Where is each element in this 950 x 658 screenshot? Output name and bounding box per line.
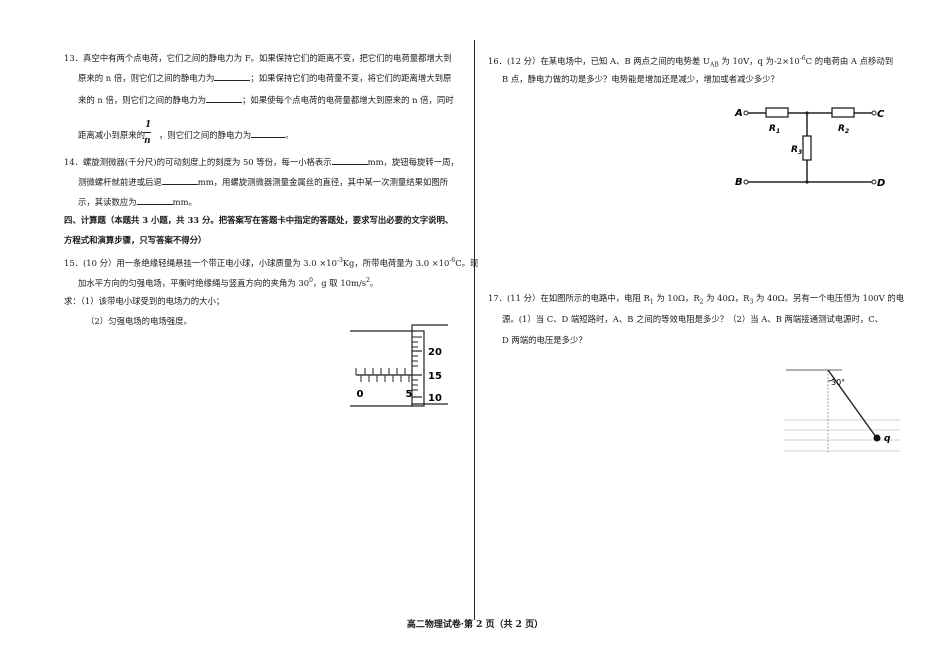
terminal-c-label: C	[877, 109, 885, 120]
angle-label: 30°	[831, 378, 845, 387]
terminal-a-label: A	[734, 108, 743, 119]
q16-line2: B 点，静电力做的功是多少？电势能是增加还是减少，增加或者减少多少？	[502, 74, 779, 84]
section4-heading-line1: 四、计算题（本题共 3 小题，共 33 分。把答案写在答题卡中指定的答题处，要求…	[64, 215, 454, 225]
main-scale-label-5: 5	[406, 389, 413, 400]
terminal-d-label: D	[877, 178, 885, 189]
q15-line2: 加水平方向的匀强电场，平衡时绝缘绳与竖直方向的夹角为 300，g 取 10m/s…	[78, 277, 379, 288]
micrometer-figure: 0 5 20 15 10	[350, 324, 448, 407]
q14-blank-2[interactable]	[161, 175, 198, 185]
q15-line1: 15．(10 分）用一条绝缘轻绳悬挂一个带正电小球，小球质量为 3.0 ×10-…	[64, 257, 479, 268]
column-divider	[474, 40, 475, 620]
q13-line4: 距离减小到原来的，则它们之间的静电力为。	[78, 128, 294, 140]
q13-line3: 来的 n 倍，则它们之间的静电力为；如果使每个点电荷的电荷量都增大到原来的 n …	[78, 93, 454, 105]
pendulum-figure: 30° q	[784, 369, 900, 454]
q13-fraction-denominator: n	[144, 136, 151, 146]
q17-line3: D 两端的电压是多少？	[502, 335, 587, 345]
resistor-r1	[765, 107, 789, 118]
q16-line1: 16．(12 分）在某电场中，已知 A、B 两点之间的电势差 UAB 为 10V…	[488, 55, 894, 69]
main-scale-label-0: 0	[357, 389, 364, 400]
resistor-r2	[831, 107, 855, 118]
charge-label: q	[884, 434, 891, 444]
q13-fraction-bar	[143, 132, 151, 133]
q17-line1: 17．(11 分）在如图所示的电路中，电阻 R1 为 10Ω，R2 为 40Ω，…	[488, 293, 905, 306]
terminal-b-label: B	[735, 177, 743, 188]
q13-blank-3[interactable]	[251, 128, 286, 138]
thimble-label-10: 10	[428, 393, 442, 404]
circuit-figure: A C R1 R2 R3 B D	[734, 107, 885, 189]
q15-question-1: 求：（1）该带电小球受到的电场力的大小；	[64, 296, 225, 306]
q14-blank-3[interactable]	[136, 195, 173, 205]
q13-line1: 13．真空中有两个点电荷，它们之间的静电力为 F。如果保持它们的距离不变，把它们…	[64, 53, 452, 63]
q13-blank-2[interactable]	[205, 93, 242, 103]
q15-question-2: （2）匀强电场的电场强度。	[86, 316, 192, 326]
resistor-r3	[802, 135, 812, 161]
q17-line2: 源。(1）当 C、D 端短路时，A、B 之间的等效电阻是多少？（2）当 A、B …	[502, 314, 884, 324]
r2-label: R2	[838, 124, 849, 135]
q14-blank-1[interactable]	[331, 155, 368, 165]
section4-heading-line2: 方程式和演算步骤，只写答案不得分）	[64, 235, 207, 245]
q13-line2: 原来的 n 倍，则它们之间的静电力为；如果保持它们的电荷量不变，将它们的距离增大…	[78, 71, 452, 83]
q13-fraction-numerator: 1	[145, 120, 152, 130]
q13-blank-1[interactable]	[214, 71, 251, 81]
thimble-label-15: 15	[428, 371, 442, 382]
thimble-label-20: 20	[428, 347, 442, 358]
charged-ball	[873, 434, 881, 442]
r3-label: R3	[791, 145, 802, 156]
page-footer: 高二物理试卷·第 2 页（共 2 页）	[406, 620, 544, 630]
r1-label: R1	[769, 124, 780, 135]
